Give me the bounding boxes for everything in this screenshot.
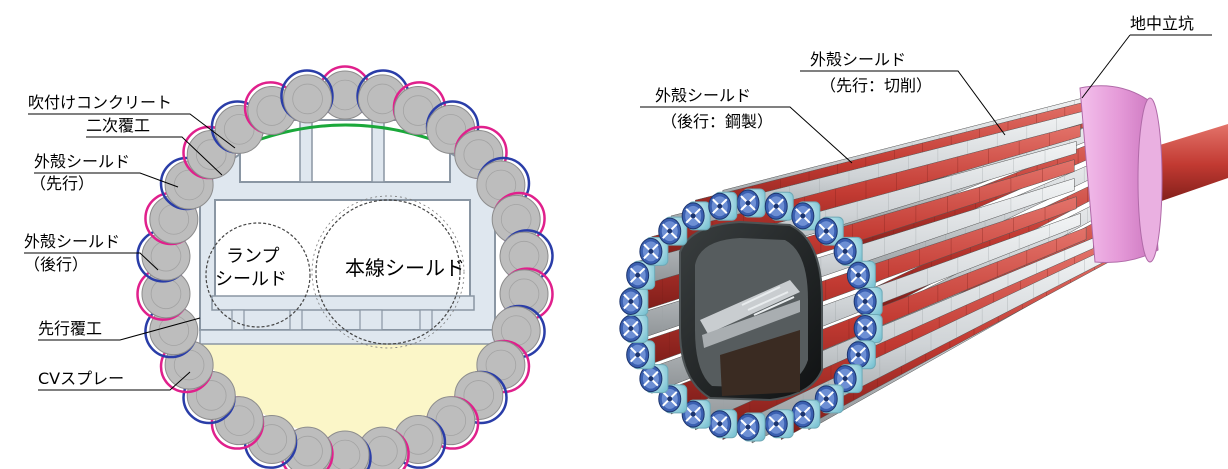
cutter-head [619,286,649,316]
cutter-head [639,236,669,266]
tunnel-interior [679,220,823,402]
cutter-head [833,236,863,266]
cutter-heads [619,188,883,442]
cutter-head [658,384,688,414]
cutter-head [853,314,883,344]
cutter-head [619,314,649,344]
cutter-head [814,216,844,246]
main-shield-circle [315,199,461,345]
vertical-shaft-label: 地中立坑 [1130,14,1194,33]
invert-fill [200,340,500,440]
cutter-head [708,191,738,221]
outer-shield-follow-3d-label-line2: （後行：鋼製） [661,112,773,131]
outer-shield-lead-3d-label-line2: （先行：切削） [820,76,932,95]
shield-segment-follow [280,69,334,124]
outer-shield-follow-3d-label-line1: 外殻シールド [655,86,751,105]
leader-lines-left [24,113,236,391]
ramp-shield-label-line2: シールド [215,269,287,290]
cutter-head [764,191,794,221]
vertical-shaft-ring [1079,85,1163,263]
outer-shield-follow-label-line2: （後行） [24,255,88,274]
cutter-head [846,340,876,370]
cutter-head [681,201,711,231]
outer-shield-follow-label-line1: 外殻シールド [24,232,120,251]
cross-section-figure: 本線シールド ランプ シールド 吹付けコンクリート 二次覆工 外殻シールド （先… [24,65,554,469]
cutter-head [764,409,794,439]
cutter-head [814,384,844,414]
outer-shield-lead-label-line2: （先行） [30,174,94,193]
shield-segment-lead [136,267,191,321]
cutter-head [736,188,766,218]
cutter-head [833,364,863,394]
secondary-lining [199,117,496,345]
ramp-shield-circle [205,222,311,328]
cutter-head [736,412,766,442]
cutter-head [626,260,656,290]
cutter-head [639,364,669,394]
outer-shield-lead-3d-label-line1: 外殻シールド [810,50,906,69]
cutter-head [626,340,656,370]
cutter-head [681,399,711,429]
cutter-head [791,399,821,429]
main-shield-label: 本線シールド [345,256,465,280]
cv-spray-label: CVスプレー [38,369,124,388]
secondary-lining-label: 二次覆工 [86,116,150,135]
primary-lining-label: 先行覆工 [38,319,102,338]
shotcrete-label: 吹付けコンクリート [28,93,172,112]
cutter-head [853,286,883,316]
cutter-head [846,260,876,290]
ramp-shield-label-line1: ランプ [226,246,279,267]
cutter-head [658,216,688,246]
leader-lines-right [640,34,1212,164]
isometric-figure: 地中立坑 外殻シールド （先行：切削） 外殻シールド （後行：鋼製） [619,14,1228,444]
outer-shield-lead-label-line1: 外殻シールド [34,152,130,171]
cutter-head [708,409,738,439]
outer-shield-ring [136,65,554,469]
cutter-head [791,201,821,231]
